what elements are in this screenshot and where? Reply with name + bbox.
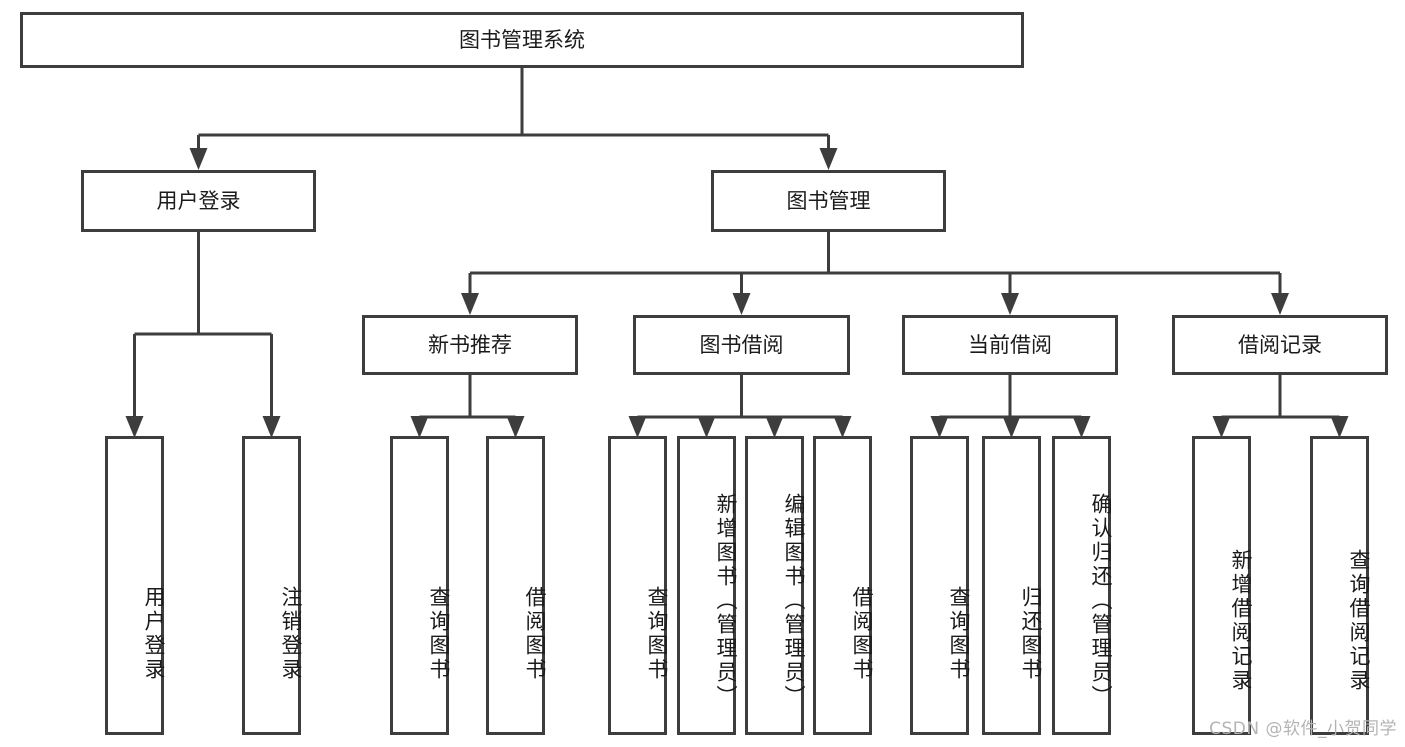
edges-layer bbox=[125, 68, 1349, 438]
arrow-head-icon bbox=[410, 416, 429, 438]
arrow-head-icon bbox=[461, 293, 479, 315]
csdn-watermark: CSDN @软件_小贺同学 bbox=[1209, 719, 1397, 739]
leaf-node-box[interactable] bbox=[1052, 436, 1111, 735]
arrow-head-icon bbox=[833, 416, 852, 438]
leaf-node-box[interactable] bbox=[608, 436, 667, 735]
level3-node-new-book-recommend-box[interactable] bbox=[362, 315, 578, 375]
leaf-node-box[interactable] bbox=[745, 436, 804, 735]
level3-node-current-borrow-box[interactable] bbox=[902, 315, 1118, 375]
root-node-label: 图书管理系统 bbox=[459, 28, 585, 52]
arrow-head-icon bbox=[697, 416, 716, 438]
arrow-head-icon bbox=[628, 416, 647, 438]
arrow-head-icon bbox=[819, 148, 838, 170]
level3-node-borrow-record-label: 借阅记录 bbox=[1238, 333, 1322, 357]
arrow-head-icon bbox=[1072, 416, 1091, 438]
level2-node-book-manage-box[interactable] bbox=[711, 170, 946, 232]
arrow-head-icon bbox=[1330, 416, 1349, 438]
level2-node-user-login-label: 用户登录 bbox=[157, 189, 241, 213]
root-node-box[interactable] bbox=[20, 12, 1024, 68]
arrow-head-icon bbox=[765, 416, 784, 438]
arrow-head-icon bbox=[1271, 293, 1289, 315]
level3-node-book-borrow-box[interactable] bbox=[633, 315, 850, 375]
level3-node-new-book-recommend-label: 新书推荐 bbox=[428, 333, 512, 357]
leaf-node-box[interactable] bbox=[390, 436, 449, 735]
leaf-node-box[interactable] bbox=[486, 436, 545, 735]
leaf-node-box[interactable] bbox=[105, 436, 164, 735]
leaf-node-box[interactable] bbox=[242, 436, 301, 735]
leaf-node-box[interactable] bbox=[1192, 436, 1251, 735]
arrow-head-icon bbox=[125, 416, 144, 438]
arrow-head-icon bbox=[930, 416, 949, 438]
arrow-head-icon bbox=[1002, 416, 1021, 438]
level3-node-borrow-record-box[interactable] bbox=[1172, 315, 1388, 375]
arrow-head-icon bbox=[189, 148, 208, 170]
leaf-node-box[interactable] bbox=[982, 436, 1041, 735]
leaf-node-box[interactable] bbox=[1310, 436, 1369, 735]
arrow-head-icon bbox=[732, 293, 751, 315]
level3-node-book-borrow-label: 图书借阅 bbox=[700, 333, 784, 357]
arrow-head-icon bbox=[1001, 293, 1019, 315]
level2-node-user-login-box[interactable] bbox=[81, 170, 316, 232]
leaf-node-box[interactable] bbox=[677, 436, 736, 735]
arrow-head-icon bbox=[1212, 416, 1231, 438]
level3-node-current-borrow-label: 当前借阅 bbox=[968, 333, 1052, 357]
arrow-head-icon bbox=[262, 416, 281, 438]
level2-node-book-manage-label: 图书管理 bbox=[787, 189, 871, 213]
arrow-head-icon bbox=[506, 416, 525, 438]
leaf-node-box[interactable] bbox=[910, 436, 969, 735]
leaf-node-box[interactable] bbox=[813, 436, 872, 735]
